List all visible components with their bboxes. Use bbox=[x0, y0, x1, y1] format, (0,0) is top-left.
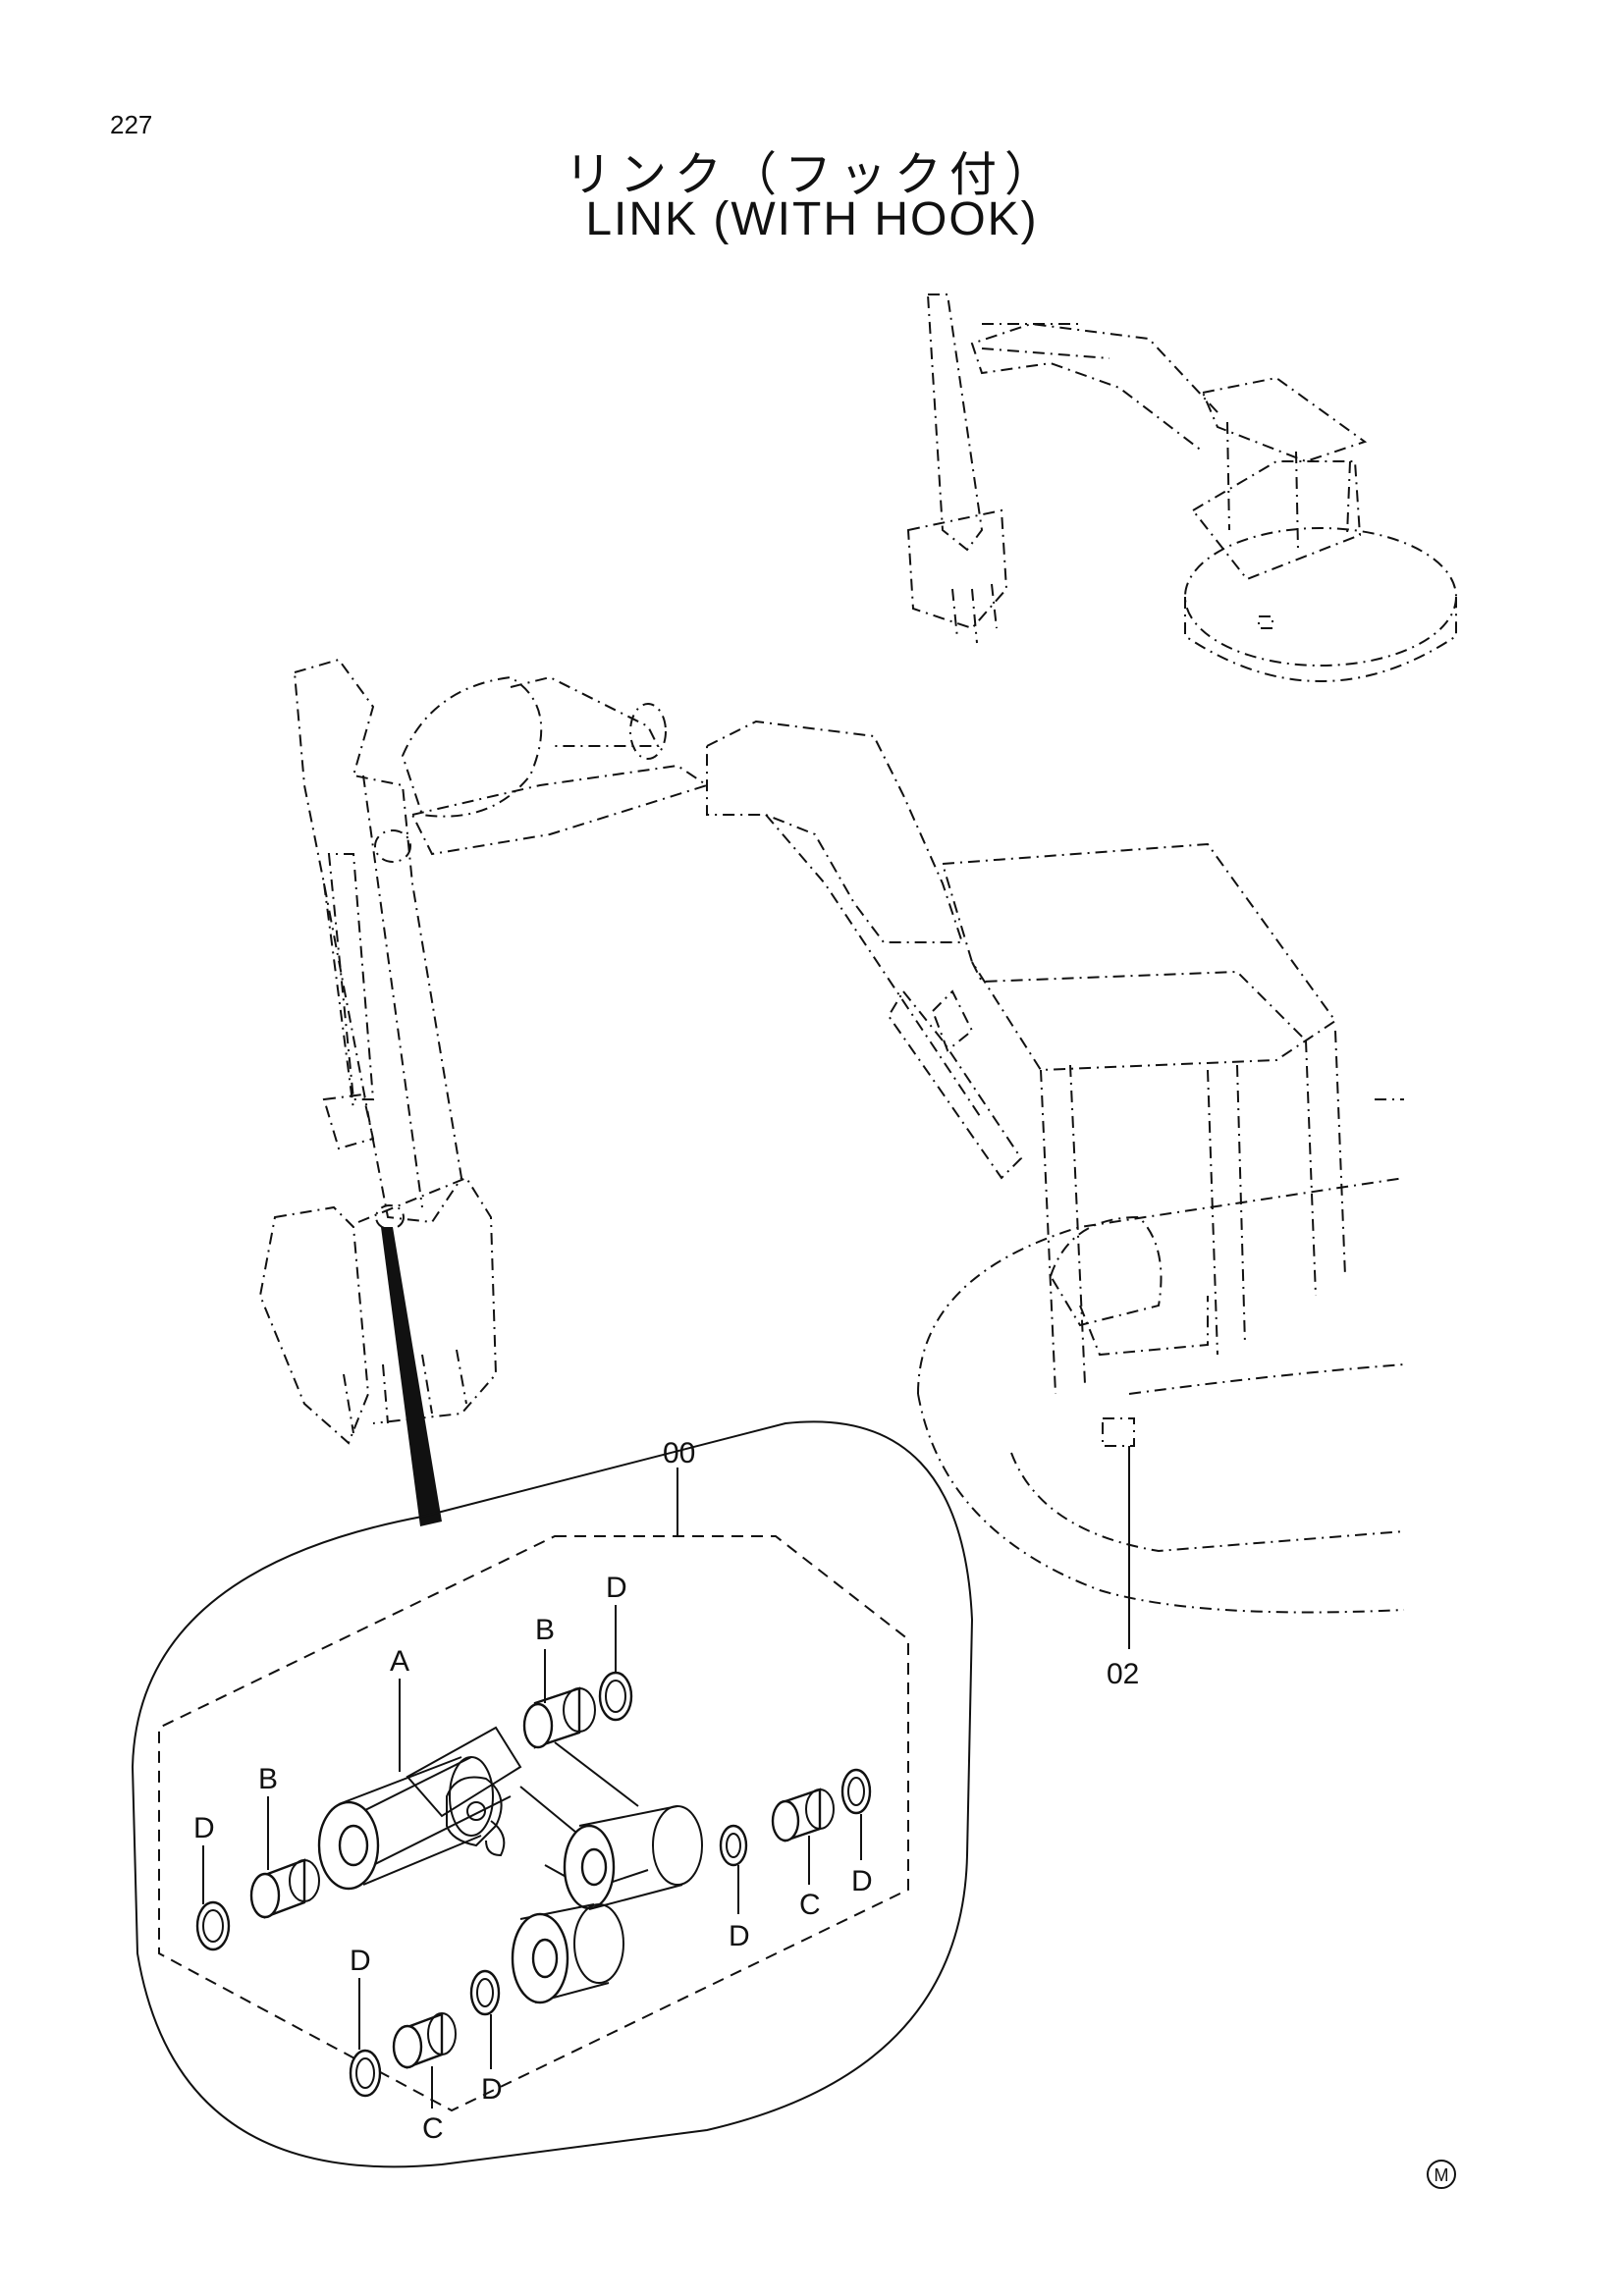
title-english: LINK (WITH HOOK) bbox=[585, 193, 1039, 245]
callout-b-left: B bbox=[258, 1763, 278, 1795]
detail-view bbox=[131, 1420, 1130, 2168]
callout-d-lower: D bbox=[481, 2073, 503, 2106]
callout-02: 02 bbox=[1107, 1658, 1139, 1690]
callout-d-left: D bbox=[193, 1812, 215, 1844]
callout-d-lower-left: D bbox=[350, 1945, 371, 1977]
callout-d-far-right: D bbox=[851, 1865, 873, 1897]
callout-d-upper: D bbox=[606, 1572, 627, 1604]
callout-d-right: D bbox=[729, 1920, 750, 1952]
page-number: 227 bbox=[110, 110, 153, 139]
callout-a: A bbox=[390, 1645, 409, 1678]
callout-c-right: C bbox=[799, 1889, 821, 1921]
callout-00: 00 bbox=[663, 1437, 695, 1469]
excavator-thumbnail bbox=[906, 294, 1457, 682]
detail-pointer bbox=[381, 1227, 442, 1526]
excavator-main bbox=[258, 658, 1405, 1614]
callout-b-upper: B bbox=[535, 1614, 555, 1646]
callout-c-lower: C bbox=[422, 2112, 444, 2145]
title-japanese: リンク（フック付） bbox=[564, 147, 1059, 202]
circled-m-mark: M bbox=[1427, 2160, 1456, 2189]
svg-text:M: M bbox=[1435, 2165, 1449, 2185]
